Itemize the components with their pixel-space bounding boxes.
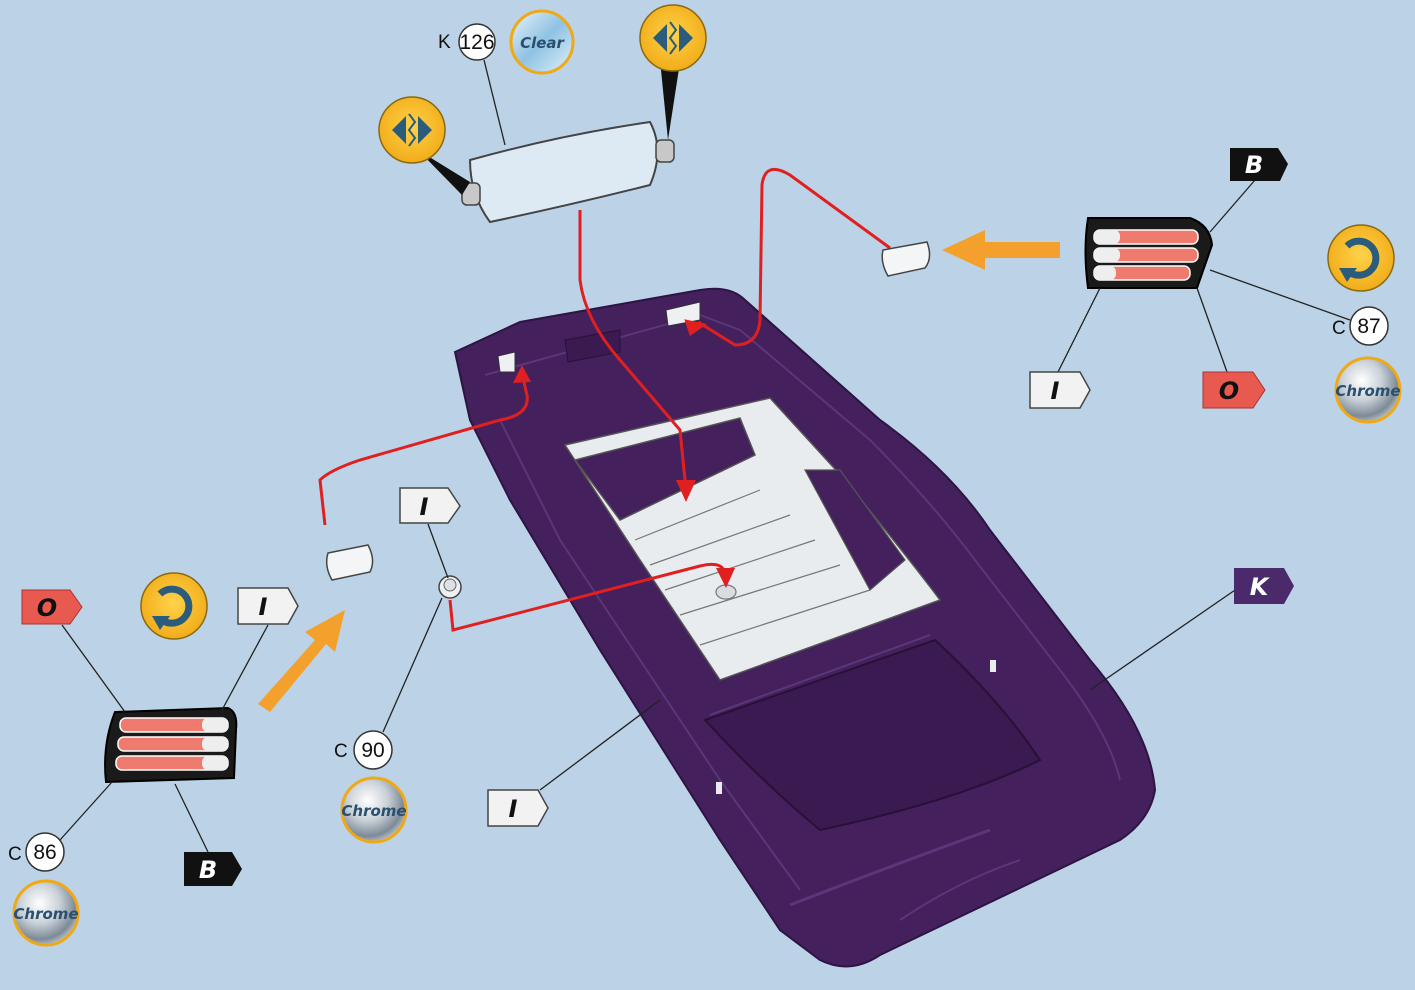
rotate-icon [141, 573, 207, 639]
loose-lens-left [327, 545, 373, 580]
paint-flag-O-right: O [1203, 372, 1265, 408]
orange-arrow-right [942, 230, 1060, 270]
chrome-finish-icon: Chrome [341, 778, 406, 842]
part-number-badge: 87 [1350, 307, 1388, 345]
chrome-finish-icon: Chrome [13, 881, 78, 945]
light-slot-left [498, 352, 515, 372]
paint-flag-I-bulb: I [400, 488, 460, 523]
svg-text:I: I [420, 493, 429, 521]
part-number-badge: 86 [26, 833, 64, 871]
paint-flag-B-right: B [1230, 148, 1288, 181]
tail-light-right [1086, 218, 1213, 288]
glue-icon [640, 5, 706, 71]
paint-flag-I-body: I [488, 790, 548, 826]
light-right-part-number: 87 [1357, 315, 1380, 338]
part-number-badge: 90 [354, 731, 392, 769]
bulb-sprue: C [334, 741, 348, 762]
svg-text:O: O [1219, 377, 1239, 405]
clear-finish-icon: Clear [511, 11, 573, 73]
svg-text:B: B [199, 856, 217, 884]
svg-text:Chrome: Chrome [1335, 382, 1400, 400]
paint-flag-B-left: B [184, 852, 242, 886]
orange-arrow-left [258, 610, 345, 712]
tail-light-left [105, 708, 236, 782]
windshield-sprue: K [438, 32, 451, 53]
svg-text:I: I [1051, 377, 1060, 405]
svg-text:B: B [1245, 151, 1263, 179]
clear-finish-label: Clear [520, 34, 565, 52]
svg-text:O: O [37, 594, 57, 622]
light-left-part-number: 86 [33, 841, 56, 864]
svg-text:I: I [259, 593, 268, 621]
rotate-icon [1328, 225, 1394, 291]
bulb-part-number: 90 [361, 739, 384, 762]
bulb-part [439, 576, 461, 598]
light-left-sprue: C [8, 844, 22, 865]
windshield-part-number: 126 [459, 31, 494, 54]
svg-text:I: I [509, 795, 518, 823]
paint-flag-I-left: I [238, 588, 298, 624]
paint-flag-K-body: K [1234, 568, 1294, 604]
svg-text:K: K [1250, 573, 1271, 601]
svg-text:Chrome: Chrome [341, 802, 406, 820]
svg-text:Chrome: Chrome [13, 905, 78, 923]
light-right-sprue: C [1332, 318, 1346, 339]
glue-icon [379, 97, 445, 163]
paint-flag-I-right: I [1030, 372, 1090, 408]
chrome-finish-icon: Chrome [1335, 358, 1400, 422]
windshield-part [462, 122, 674, 222]
paint-flag-O-left: O [22, 590, 82, 624]
part-number-badge: 126 [459, 24, 495, 60]
